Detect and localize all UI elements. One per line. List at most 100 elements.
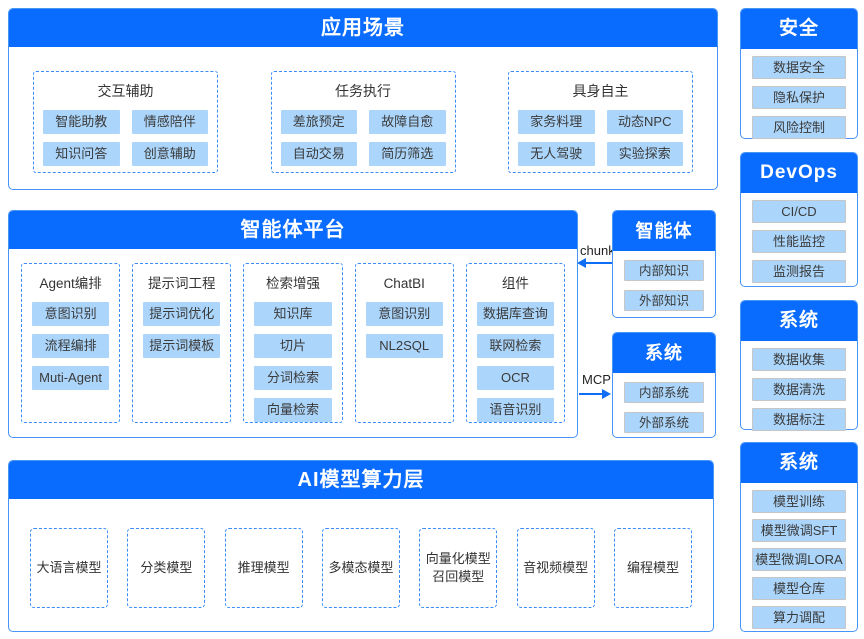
chip: 动态NPC bbox=[606, 110, 683, 134]
chip: 简历筛选 bbox=[369, 142, 446, 166]
ai-layer-title: AI模型算力层 bbox=[9, 461, 713, 499]
chip: 提示词模板 bbox=[143, 334, 221, 358]
model-cell: 分类模型 bbox=[127, 528, 206, 608]
agent-platform-panel: 智能体平台 Agent编排 意图识别 流程编排 Muti-Agent 提示词工程… bbox=[8, 210, 578, 438]
model-list: 大语言模型 分类模型 推理模型 多模态模型 向量化模型 召回模型 音视频模型 编… bbox=[30, 528, 692, 608]
agent-knowledge-box: 智能体 内部知识 外部知识 bbox=[612, 210, 716, 318]
column-prompt-engineering: 提示词工程 提示词优化 提示词模板 bbox=[132, 263, 232, 423]
chip: 智能助教 bbox=[43, 110, 120, 134]
chip: 外部系统 bbox=[624, 412, 704, 433]
panel-body: 数据收集 数据清洗 数据标注 bbox=[741, 341, 857, 431]
chip: 知识问答 bbox=[43, 142, 120, 166]
chip: 性能监控 bbox=[752, 230, 846, 253]
panel-body: CI/CD 性能监控 监测报告 bbox=[741, 193, 857, 283]
devops-title: DevOps bbox=[741, 153, 857, 193]
chip: NL2SQL bbox=[365, 334, 443, 358]
chip: 差旅预定 bbox=[280, 110, 357, 134]
chip: 家务料理 bbox=[518, 110, 595, 134]
chip: 数据清洗 bbox=[752, 378, 846, 401]
agent-box-title: 智能体 bbox=[613, 211, 715, 251]
column-agent-orchestration: Agent编排 意图识别 流程编排 Muti-Agent bbox=[21, 263, 121, 423]
column-title: ChatBI bbox=[383, 276, 425, 291]
chip: 知识库 bbox=[254, 302, 332, 326]
app-scenarios-panel: 应用场景 交互辅助 智能助教 情感陪伴 知识问答 创意辅助 任务执行 差旅预定 … bbox=[8, 8, 718, 190]
mcp-arrowhead-right-icon bbox=[602, 389, 611, 399]
chip: 流程编排 bbox=[32, 334, 110, 358]
chip: Muti-Agent bbox=[32, 366, 110, 390]
devops-panel: DevOps CI/CD 性能监控 监测报告 bbox=[740, 152, 858, 287]
chip: 监测报告 bbox=[752, 260, 846, 283]
column-title: 检索增强 bbox=[266, 276, 320, 291]
column-retrieval-augment: 检索增强 知识库 切片 分词检索 向量检索 bbox=[243, 263, 343, 423]
model-system-title: 系统 bbox=[741, 443, 857, 483]
chip: 语音识别 bbox=[476, 398, 555, 422]
model-cell: 音视频模型 bbox=[516, 528, 595, 608]
chip: 模型微调LORA bbox=[752, 548, 846, 571]
panel-body: 数据安全 隐私保护 风险控制 bbox=[741, 49, 857, 139]
external-system-box: 系统 内部系统 外部系统 bbox=[612, 332, 716, 438]
chip: 数据收集 bbox=[752, 348, 846, 371]
group-title: 具身自主 bbox=[572, 83, 629, 99]
chip: 向量检索 bbox=[254, 398, 332, 422]
chip: 算力调配 bbox=[752, 606, 846, 629]
chunk-arrow-line bbox=[581, 262, 612, 264]
chip: 无人驾驶 bbox=[518, 142, 595, 166]
mcp-arrow-line bbox=[579, 393, 605, 395]
chip: CI/CD bbox=[752, 200, 846, 223]
model-system-panel: 系统 模型训练 模型微调SFT 模型微调LORA 模型仓库 算力调配 bbox=[740, 442, 858, 632]
chip: 模型微调SFT bbox=[752, 519, 846, 542]
chip: 意图识别 bbox=[365, 302, 443, 326]
chip: 实验探索 bbox=[606, 142, 683, 166]
column-title: 组件 bbox=[501, 276, 529, 291]
group-embodied-autonomy: 具身自主 家务料理 动态NPC 无人驾驶 实验探索 bbox=[508, 71, 693, 173]
chip: 风险控制 bbox=[752, 116, 846, 139]
model-cell: 向量化模型 召回模型 bbox=[419, 528, 498, 608]
app-scenarios-title: 应用场景 bbox=[9, 9, 717, 47]
agent-platform-title: 智能体平台 bbox=[9, 211, 577, 249]
column-components: 组件 数据库查询 联网检索 OCR 语音识别 bbox=[465, 263, 566, 423]
data-system-title: 系统 bbox=[741, 301, 857, 341]
chip: 自动交易 bbox=[280, 142, 357, 166]
chip: 提示词优化 bbox=[143, 302, 221, 326]
chunk-connector-label: chunk bbox=[580, 243, 615, 258]
chip: 意图识别 bbox=[32, 302, 110, 326]
security-panel: 安全 数据安全 隐私保护 风险控制 bbox=[740, 8, 858, 139]
chip: OCR bbox=[476, 366, 555, 390]
group-interactive-assist: 交互辅助 智能助教 情感陪伴 知识问答 创意辅助 bbox=[33, 71, 218, 173]
chip: 数据安全 bbox=[752, 56, 846, 79]
app-scenarios-groups: 交互辅助 智能助教 情感陪伴 知识问答 创意辅助 任务执行 差旅预定 故障自愈 … bbox=[9, 71, 717, 173]
chip: 情感陪伴 bbox=[131, 110, 208, 134]
model-cell: 编程模型 bbox=[613, 528, 692, 608]
system-box-title: 系统 bbox=[613, 333, 715, 373]
mcp-connector-label: MCP bbox=[582, 372, 611, 387]
agent-platform-columns: Agent编排 意图识别 流程编排 Muti-Agent 提示词工程 提示词优化… bbox=[21, 263, 566, 423]
chip: 分词检索 bbox=[254, 366, 332, 390]
group-grid: 家务料理 动态NPC 无人驾驶 实验探索 bbox=[509, 101, 692, 166]
group-title: 交互辅助 bbox=[97, 83, 154, 99]
chip: 故障自愈 bbox=[369, 110, 446, 134]
group-title: 任务执行 bbox=[335, 83, 391, 99]
column-title: 提示词工程 bbox=[148, 276, 216, 291]
model-cell: 多模态模型 bbox=[321, 528, 400, 608]
column-chatbi: ChatBI 意图识别 NL2SQL bbox=[354, 263, 454, 423]
chip: 内部系统 bbox=[624, 382, 704, 403]
group-task-execution: 任务执行 差旅预定 故障自愈 自动交易 简历筛选 bbox=[270, 71, 456, 173]
ai-model-compute-panel: AI模型算力层 大语言模型 分类模型 推理模型 多模态模型 向量化模型 召回模型… bbox=[8, 460, 714, 632]
model-cell: 大语言模型 bbox=[30, 528, 108, 608]
chip: 外部知识 bbox=[624, 290, 704, 311]
column-title: Agent编排 bbox=[39, 276, 102, 291]
chip: 模型仓库 bbox=[752, 577, 846, 600]
panel-body: 模型训练 模型微调SFT 模型微调LORA 模型仓库 算力调配 bbox=[741, 483, 857, 629]
chip: 切片 bbox=[254, 334, 332, 358]
chunk-arrowhead-left-icon bbox=[577, 258, 586, 268]
security-title: 安全 bbox=[741, 9, 857, 49]
chip: 联网检索 bbox=[476, 334, 555, 358]
data-system-panel: 系统 数据收集 数据清洗 数据标注 bbox=[740, 300, 858, 431]
group-grid: 智能助教 情感陪伴 知识问答 创意辅助 bbox=[34, 101, 217, 166]
chip: 内部知识 bbox=[624, 260, 704, 281]
chip: 创意辅助 bbox=[131, 142, 208, 166]
chip: 数据标注 bbox=[752, 408, 846, 431]
group-grid: 差旅预定 故障自愈 自动交易 简历筛选 bbox=[272, 101, 455, 166]
model-cell: 推理模型 bbox=[224, 528, 303, 608]
